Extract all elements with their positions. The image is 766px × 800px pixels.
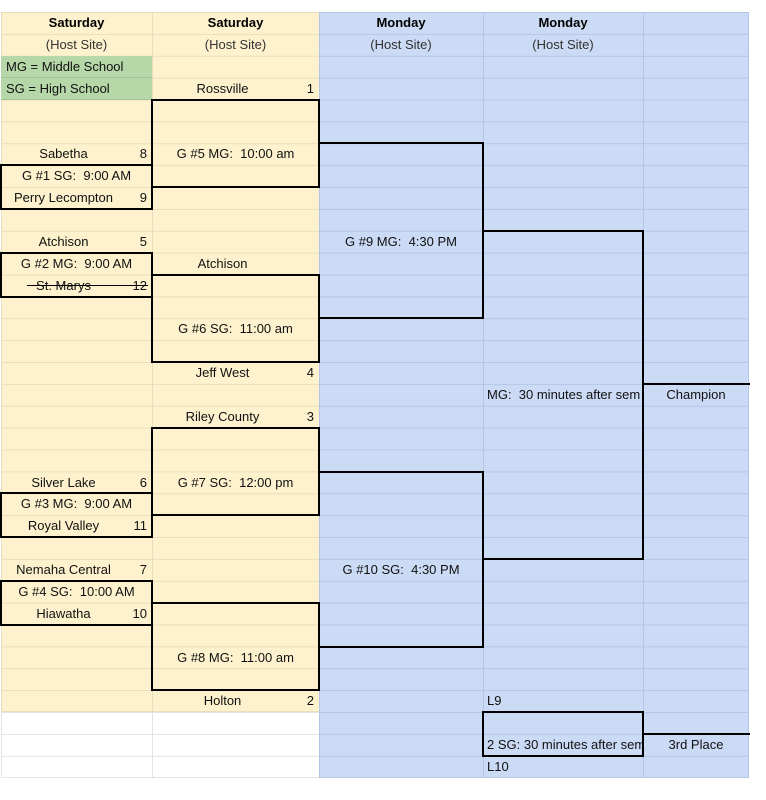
col4-host-site[interactable]: (Host Site): [532, 36, 594, 52]
col3-host-site[interactable]: (Host Site): [370, 36, 432, 52]
loser10-label[interactable]: L10: [487, 759, 509, 775]
third-place-label[interactable]: 3rd Place: [668, 737, 724, 753]
game10-label[interactable]: G #10 SG: 4:30 PM: [342, 562, 460, 578]
team-sabetha-seed: 8: [139, 146, 147, 162]
game6-winner-line: [318, 317, 484, 320]
game9-label[interactable]: G #9 MG: 4:30 PM: [345, 233, 457, 249]
team-rossville-seed: 1: [306, 80, 314, 96]
third-place-box: [482, 711, 644, 758]
game6-box: [151, 273, 320, 364]
finals-connector: [642, 229, 644, 561]
game7-label[interactable]: G #7 SG: 12:00 pm: [177, 474, 294, 490]
game7-winner-line: [318, 470, 484, 473]
team-holton-seed: 2: [306, 693, 314, 709]
col4-day-header[interactable]: Monday: [538, 15, 588, 30]
col5-blue-background: [643, 12, 749, 778]
game5-winner-line: [318, 142, 484, 145]
team-nemaha-central-seed: 7: [139, 562, 147, 578]
game1-label[interactable]: G #1 SG: 9:00 AM: [21, 168, 132, 184]
game2-box: [0, 251, 153, 298]
legend-mg[interactable]: MG = Middle School: [1, 55, 152, 78]
game4-box: [0, 580, 153, 626]
game9-winner-line: [482, 229, 644, 232]
team-hiawatha-seed: 10: [132, 605, 147, 621]
team-atchison-seed: 5: [139, 233, 147, 249]
sg-third-place-time-label[interactable]: 2 SG: 30 minutes after sem: [487, 737, 643, 753]
team-jeff-west-seed: 4: [306, 365, 314, 381]
col1-host-site[interactable]: (Host Site): [45, 36, 108, 52]
col1-white-background: [1, 712, 152, 778]
game8-label[interactable]: G #8 MG: 11:00 am: [177, 649, 294, 665]
game3-label[interactable]: G #3 MG: 9:00 AM: [20, 496, 133, 512]
third-place-line: [642, 733, 750, 736]
col2-white-background: [152, 712, 319, 778]
team-perry-lecompton-seed: 9: [139, 190, 147, 206]
champion-line: [642, 383, 750, 386]
col1-yellow-background: [1, 12, 152, 713]
game2-label[interactable]: G #2 MG: 9:00 AM: [20, 255, 133, 271]
col3-day-header[interactable]: Monday: [376, 15, 426, 30]
game1-box: [0, 164, 153, 210]
loser9-label[interactable]: L9: [487, 693, 502, 709]
champion-label[interactable]: Champion: [666, 387, 726, 403]
game8-box: [151, 601, 320, 692]
team-riley-county-seed: 3: [306, 408, 314, 424]
legend-sg[interactable]: SG = High School: [1, 77, 152, 100]
mg-final-time-label[interactable]: MG: 30 minutes after sem: [487, 387, 641, 403]
team-royal-valley-seed: 11: [133, 518, 148, 534]
game7-box: [151, 426, 320, 517]
game5-box: [151, 98, 320, 189]
game10-winner-line: [482, 558, 644, 561]
col2-host-site[interactable]: (Host Site): [204, 36, 267, 52]
col3-blue-background: [319, 12, 483, 778]
game4-label[interactable]: G #4 SG: 10:00 AM: [18, 584, 135, 600]
game6-label[interactable]: G #6 SG: 11:00 am: [178, 321, 293, 337]
game5-label[interactable]: G #5 MG: 10:00 am: [176, 146, 295, 162]
team-atchison-advance[interactable]: Atchison: [197, 255, 248, 271]
game3-box: [0, 492, 153, 539]
col1-day-header[interactable]: Saturday: [48, 15, 105, 30]
team-silver-lake-seed: 6: [139, 474, 147, 490]
col2-day-header[interactable]: Saturday: [207, 15, 264, 30]
col4-blue-background: [483, 12, 643, 778]
game8-winner-line: [318, 645, 484, 648]
